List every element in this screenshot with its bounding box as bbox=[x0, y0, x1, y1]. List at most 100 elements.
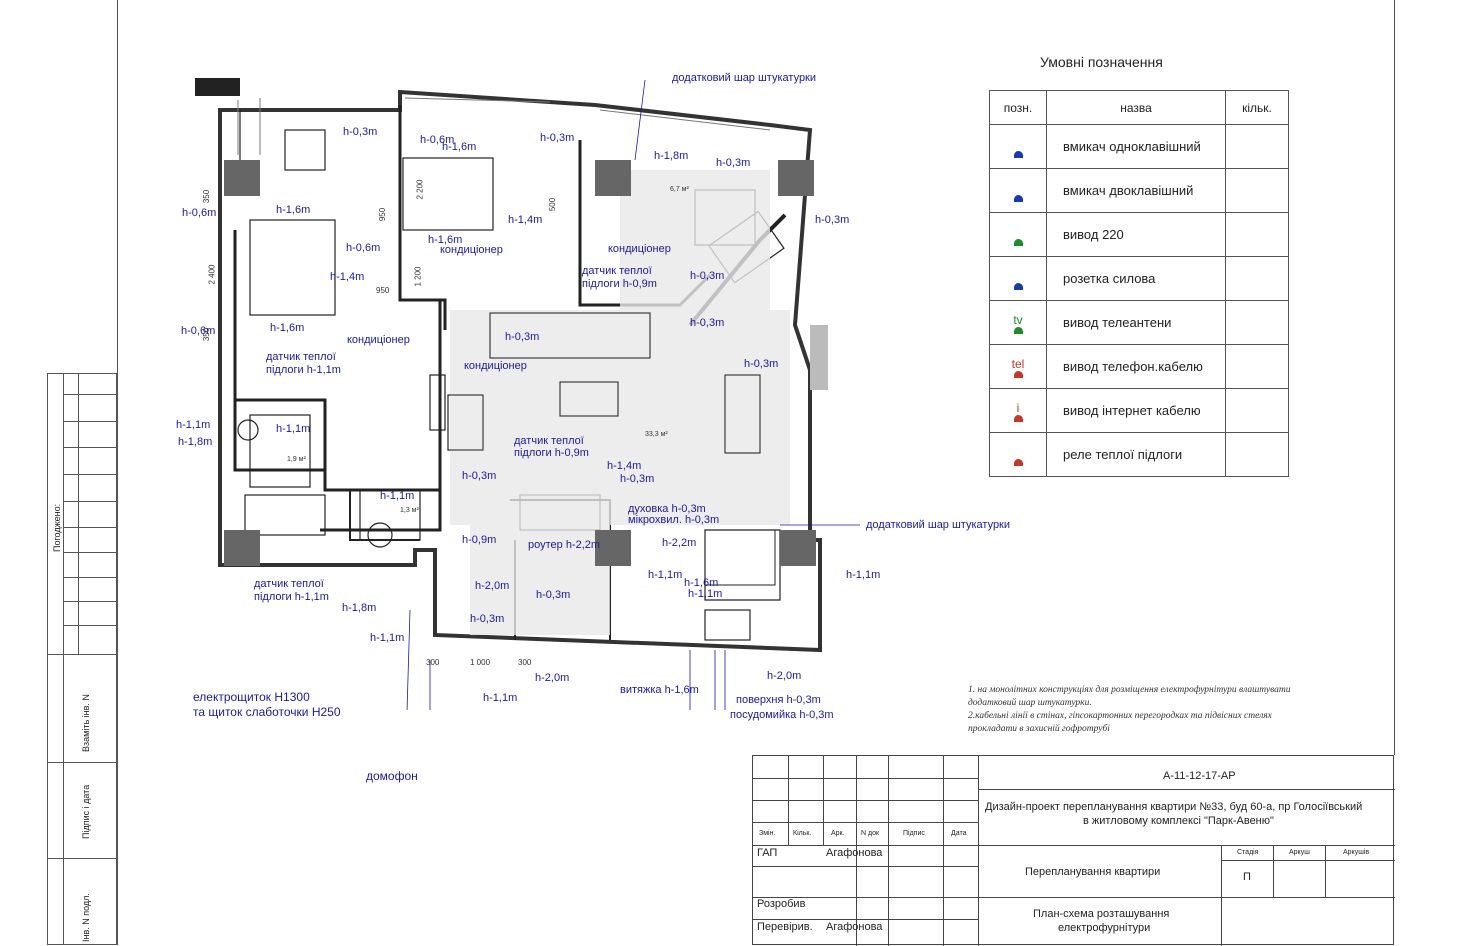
drawing-title-2: електрофурнітури bbox=[1058, 922, 1151, 934]
col-qty: Кільк. bbox=[793, 830, 812, 837]
plan-label: h-0,3m bbox=[462, 470, 497, 482]
stamp-sign-date: Підпис і дата bbox=[81, 784, 91, 839]
phone-outlet-icon: tel bbox=[989, 344, 1047, 389]
plan-label: h-0,6m bbox=[182, 207, 217, 219]
legend-item-name: розетка силова bbox=[1046, 256, 1226, 301]
plan-label: h-0,6m bbox=[346, 242, 381, 254]
plan-label: h-0,6m bbox=[420, 134, 455, 146]
plan-label: h-0,3m bbox=[536, 589, 571, 601]
switch-single-icon-mark bbox=[1013, 150, 1023, 158]
stamp-agreed: Погоджено: bbox=[52, 503, 62, 552]
plan-label: h-1,4m bbox=[330, 271, 365, 283]
dimension-label: 300 bbox=[518, 658, 532, 667]
general-notes: 1. на монолітних конструкціях для розміщ… bbox=[968, 684, 1368, 736]
dimension-label: 350 bbox=[202, 327, 212, 342]
checked-name: Агафонова bbox=[826, 921, 883, 933]
tv-outlet-icon: tv bbox=[989, 300, 1047, 345]
dimension-label: 300 bbox=[426, 658, 440, 667]
floor-plan bbox=[195, 78, 860, 710]
plan-label: h-0,3m bbox=[690, 270, 725, 282]
plan-label: h-0,3m bbox=[470, 613, 505, 625]
plan-label: h-1,1m bbox=[688, 588, 723, 600]
floor-heating-relay-icon-mark bbox=[1013, 458, 1023, 466]
plan-label: h-1,6m bbox=[684, 577, 719, 589]
developed-label: Розробив bbox=[757, 898, 806, 910]
plan-label: підлоги h-1,1m bbox=[266, 364, 341, 376]
plan-label: h-1,1m bbox=[176, 419, 211, 431]
legend-item-name: вивод інтернет кабелю bbox=[1046, 388, 1226, 433]
plan-label: h-2,0m bbox=[535, 672, 570, 684]
dimension-label: 1 000 bbox=[470, 658, 491, 667]
legend-row: реле теплої підлоги bbox=[989, 432, 1289, 477]
project-line-1: Дизайн-проект перепланування квартири №3… bbox=[985, 801, 1363, 813]
legend-item-name: вмикач двоклавішний bbox=[1046, 168, 1226, 213]
dimension-label: 2 400 bbox=[207, 264, 217, 285]
plan-label: h-1,1m bbox=[276, 423, 311, 435]
plan-label: датчик теплої bbox=[514, 435, 584, 447]
legend-header-code: позн. bbox=[989, 90, 1047, 125]
plan-label: h-0,3m bbox=[343, 126, 378, 138]
plan-label: h-1,4m bbox=[508, 214, 543, 226]
legend-item-name: вивод телефон.кабелю bbox=[1046, 344, 1226, 389]
legend-row: розетка силова bbox=[989, 256, 1289, 301]
legend-item-name: вивод 220 bbox=[1046, 212, 1226, 257]
legend-row: tv вивод телеантени bbox=[989, 300, 1289, 345]
plan-label: домофон bbox=[366, 769, 418, 783]
plan-label: 6,7 м² bbox=[670, 186, 689, 193]
plan-label: h-0,3m bbox=[690, 317, 725, 329]
plan-label: h-0,9m bbox=[462, 534, 497, 546]
sheets-header: Аркушів bbox=[1343, 849, 1370, 856]
col-change: Змін. bbox=[759, 830, 776, 837]
plan-label: духовка h-0,3m bbox=[628, 503, 706, 515]
floor-heating-relay-icon bbox=[989, 432, 1047, 477]
dimension-label: 950 bbox=[376, 286, 390, 295]
legend-item-name: вивод телеантени bbox=[1046, 300, 1226, 345]
legend-item-name: реле теплої підлоги bbox=[1046, 432, 1226, 477]
checked-label: Перевірив. bbox=[757, 921, 813, 933]
plan-label: h-0,3m bbox=[716, 157, 751, 169]
drawing-code: А-11-12-17-АР bbox=[1163, 770, 1236, 782]
sheet-header: Аркуш bbox=[1289, 849, 1310, 856]
plan-label: роутер h-2,2m bbox=[528, 539, 601, 551]
col-date: Дата bbox=[951, 830, 967, 837]
plan-label: кондиціонер bbox=[440, 244, 503, 256]
col-sheet: Арк. bbox=[831, 830, 845, 837]
plan-label: h-0,3m bbox=[620, 473, 655, 485]
plan-label: h-2,0m bbox=[475, 580, 510, 592]
plan-label: h-1,1m bbox=[483, 692, 518, 704]
plan-label: h-1,6m bbox=[276, 204, 311, 216]
gap-label: ГАП bbox=[757, 847, 778, 859]
plan-label: h-1,6m bbox=[270, 322, 305, 334]
sheet-title: Перепланування квартири bbox=[1025, 866, 1161, 878]
plan-label: h-1,4m bbox=[607, 460, 642, 472]
switch-double-icon bbox=[989, 168, 1047, 213]
plan-label: кондиціонер bbox=[347, 334, 410, 346]
plan-label: h-1,8m bbox=[654, 150, 689, 162]
legend-row: вмикач одноклавішний bbox=[989, 124, 1289, 169]
gap-name: Агафонова bbox=[826, 847, 883, 859]
legend-header-qty: кільк. bbox=[1225, 90, 1289, 125]
internet-outlet-icon-mark bbox=[1013, 414, 1023, 422]
plan-label: датчик теплої bbox=[582, 265, 652, 277]
power-socket-icon bbox=[989, 256, 1047, 301]
tv-outlet-icon-mark bbox=[1013, 326, 1023, 334]
plan-label: h-0,3m bbox=[505, 331, 540, 343]
legend-item-qty bbox=[1225, 388, 1289, 433]
plan-label: h-2,0m bbox=[767, 670, 802, 682]
legend-item-qty bbox=[1225, 432, 1289, 477]
legend-row: i вивод інтернет кабелю bbox=[989, 388, 1289, 433]
plan-label: кондиціонер bbox=[608, 243, 671, 255]
internet-outlet-icon-glyph: i bbox=[1016, 400, 1020, 415]
stage-value: П bbox=[1243, 871, 1251, 883]
col-doc: N док bbox=[861, 830, 880, 837]
internet-outlet-icon: i bbox=[989, 388, 1047, 433]
plan-label: h-1,6m bbox=[428, 234, 463, 246]
tv-outlet-icon-glyph: tv bbox=[1013, 312, 1023, 327]
title-block: А-11-12-17-АР Дизайн-проект переплануван… bbox=[752, 755, 1395, 946]
plan-label: h-0,3m bbox=[815, 214, 850, 226]
legend-header-name: назва bbox=[1046, 90, 1226, 125]
plan-label: h-2,2m bbox=[662, 537, 697, 549]
side-stamp: Погоджено: Взаміть інв. N Підпис і дата … bbox=[47, 373, 117, 945]
plan-label: електрощиток Н1300 bbox=[193, 690, 310, 704]
